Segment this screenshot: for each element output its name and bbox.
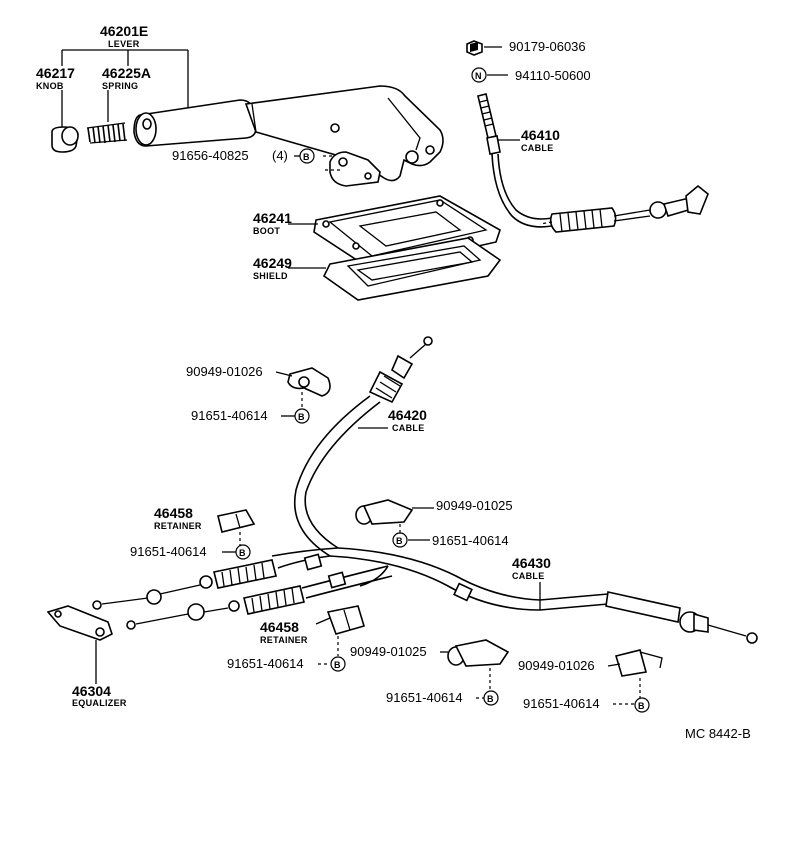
nut-top-number: 90179-06036	[509, 39, 586, 54]
retainer-lower-icon	[326, 605, 365, 656]
lever-bracket	[323, 151, 381, 187]
bolt-symbol-icon	[235, 544, 251, 560]
knob-part	[51, 126, 79, 153]
bolt-upper-number: 91651-40614	[191, 408, 268, 423]
bolt-lower-mid-number: 91651-40614	[386, 690, 463, 705]
spring-number: 46225A	[102, 65, 151, 81]
clamp-mid-number: 90949-01025	[436, 498, 513, 513]
bolt-symbol-icon	[330, 656, 346, 672]
lever-part	[133, 85, 444, 182]
cable-front-caption: CABLE	[521, 143, 554, 153]
knob-caption: KNOB	[36, 81, 64, 91]
boot-caption: BOOT	[253, 226, 280, 236]
bolt-ret-upper-number: 91651-40614	[130, 544, 207, 559]
washer-top-number: 94110-50600	[515, 68, 591, 83]
cable-rear-caption: CABLE	[512, 571, 545, 581]
cable-mid-number: 46420	[388, 407, 427, 423]
equalizer-icon	[46, 605, 113, 684]
retainer-upper-icon	[217, 509, 256, 546]
bolt-symbol-icon	[483, 690, 499, 706]
equalizer-caption: EQUALIZER	[72, 698, 127, 708]
lever-number: 46201E	[100, 23, 148, 39]
bolt-symbol-icon	[392, 532, 408, 548]
washer-symbol-icon	[471, 67, 487, 83]
shield-number: 46249	[253, 255, 292, 271]
spring-caption: SPRING	[102, 81, 138, 91]
retainer-upper-number: 46458	[154, 505, 193, 521]
lever-assembly	[51, 49, 444, 187]
clamp-lower-right-number: 90949-01026	[518, 658, 595, 673]
clamp-lower-right-icon	[614, 649, 663, 698]
bolt-mid-symbol: B	[396, 536, 403, 546]
bolt-ret-lower-number: 91651-40614	[227, 656, 304, 671]
clamp-mid-icon	[355, 499, 414, 534]
clamp-lower-mid-icon	[447, 639, 510, 690]
cable-rear-number: 46430	[512, 555, 551, 571]
bolt-ret-lower-symbol: B	[334, 660, 341, 670]
bolt-symbol-icon	[294, 408, 310, 424]
bolt-lever-number: 91656-40825	[172, 148, 249, 163]
lever-caption: LEVER	[108, 39, 140, 49]
spring-part	[86, 122, 128, 144]
washer-top-symbol: N	[475, 71, 482, 81]
clamp-upper-number: 90949-01026	[186, 364, 263, 379]
nut-icon	[466, 40, 483, 56]
bolt-lever-qty: (4)	[272, 148, 288, 163]
cable-mid-caption: CABLE	[392, 423, 425, 433]
clamp-upper-icon	[287, 367, 331, 408]
equalizer-number: 46304	[72, 683, 111, 699]
retainer-upper-caption: RETAINER	[154, 521, 202, 531]
clamp-lower-mid-number: 90949-01025	[350, 644, 427, 659]
cable-front-assembly	[466, 40, 709, 233]
cable-front-number: 46410	[521, 127, 560, 143]
bolt-lower-right-symbol: B	[638, 701, 645, 711]
bolt-symbol-icon	[299, 148, 315, 164]
figure-code: MC 8442-B	[685, 726, 751, 741]
cable-lower-assembly	[46, 336, 758, 698]
retainer-lower-caption: RETAINER	[260, 635, 308, 645]
shield-part	[322, 237, 502, 301]
retainer-lower-number: 46458	[260, 619, 299, 635]
bolt-mid-number: 91651-40614	[432, 533, 509, 548]
bolt-ret-upper-symbol: B	[239, 548, 246, 558]
boot-number: 46241	[253, 210, 292, 226]
bolt-upper-symbol: B	[298, 412, 305, 422]
bolt-lever-symbol: B	[303, 152, 310, 162]
bolt-lower-right-number: 91651-40614	[523, 696, 600, 711]
knob-number: 46217	[36, 65, 75, 81]
shield-caption: SHIELD	[253, 271, 288, 281]
bolt-lower-mid-symbol: B	[487, 694, 494, 704]
bolt-symbol-icon	[634, 697, 650, 713]
